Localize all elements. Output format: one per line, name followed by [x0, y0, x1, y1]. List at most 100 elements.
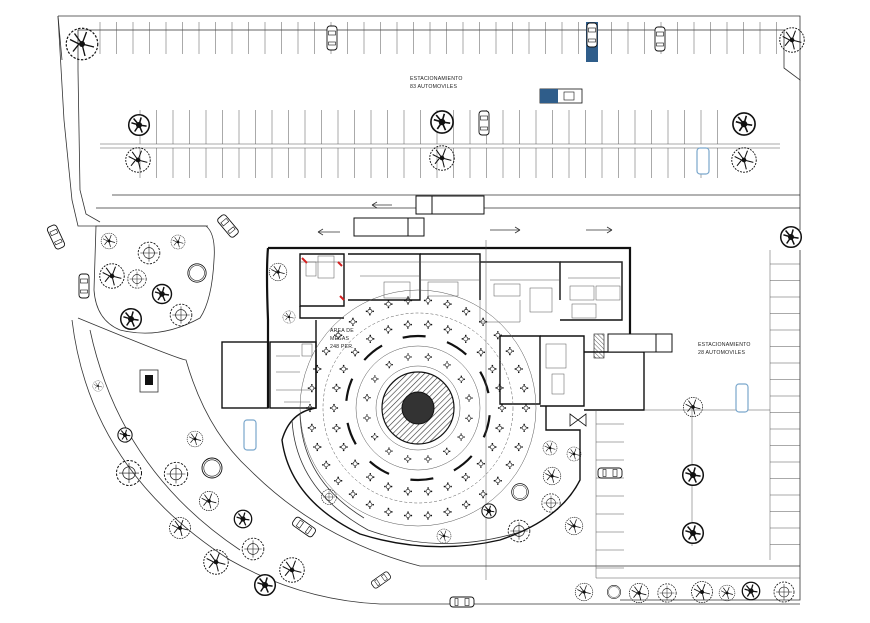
dining-table — [521, 403, 531, 413]
tree-icon — [681, 521, 705, 545]
tree-icon — [542, 466, 562, 486]
dining-table — [348, 317, 358, 327]
parking-stalls-east-left — [596, 423, 624, 569]
car-icon — [735, 383, 749, 413]
dining-table — [307, 383, 317, 393]
dining-table — [443, 360, 452, 369]
curved-bench — [402, 334, 426, 339]
dining-table — [464, 414, 473, 423]
tree-icon — [430, 110, 454, 134]
tree-icon — [321, 489, 337, 505]
curved-benches — [345, 334, 491, 482]
dining-area: AREA DE MESAS 248 PER. — [281, 240, 581, 580]
tree-icon — [773, 581, 795, 603]
tree-icon — [779, 225, 803, 249]
dining-table — [348, 489, 358, 499]
dining-table — [307, 423, 317, 433]
tree-icon — [681, 463, 705, 487]
parking-north: ESTACIONAMIENTO 83 AUTOMOVILES — [99, 22, 780, 178]
tree-icon — [92, 380, 104, 392]
car-icon — [78, 273, 90, 299]
dining-table — [461, 500, 471, 510]
arrow-right-icon — [490, 226, 521, 234]
curved-bench — [363, 344, 383, 361]
car-icon — [539, 88, 583, 104]
tree-icon — [127, 269, 147, 289]
curved-bench — [346, 422, 357, 445]
tree-icon — [691, 581, 713, 603]
dining-table — [339, 364, 349, 374]
dining-table — [383, 324, 393, 334]
dining-table — [514, 364, 524, 374]
tree-icon — [731, 147, 757, 173]
dining-table — [423, 295, 433, 305]
curved-bench — [345, 378, 354, 401]
tree-icon — [233, 509, 253, 529]
dining-table — [383, 482, 393, 492]
tree-icon — [657, 583, 677, 603]
dining-table — [331, 423, 341, 433]
dining-table — [384, 447, 393, 456]
car-icon — [597, 467, 623, 479]
tree-icon — [137, 241, 161, 265]
car-icon — [478, 110, 490, 136]
tree-icon — [119, 307, 143, 331]
tree-icon — [436, 528, 452, 544]
car-icon — [243, 419, 257, 451]
tree-icon — [198, 490, 220, 512]
truck-icon — [353, 217, 425, 237]
parking-stalls-east — [770, 263, 800, 545]
car-icon — [45, 223, 67, 251]
garden-lower — [71, 317, 800, 605]
dining-table — [519, 383, 529, 393]
car-icon — [290, 515, 318, 539]
dining-table — [365, 472, 375, 482]
tree-icon — [187, 263, 207, 283]
dining-table — [514, 442, 524, 452]
tree-icon — [542, 440, 558, 456]
tree-icon — [65, 27, 99, 61]
dining-table — [457, 433, 466, 442]
dining-label-1: AREA DE — [330, 328, 354, 334]
dining-table — [423, 320, 433, 330]
site-boundary — [57, 15, 801, 601]
tree-icon — [511, 483, 529, 501]
curved-bench — [446, 341, 467, 356]
parking-north-label-2: 83 AUTOMOVILES — [410, 84, 457, 90]
dining-table — [404, 352, 413, 361]
parking-east-label-1: ESTACIONAMIENTO — [698, 342, 751, 348]
dining-table — [465, 394, 474, 403]
dining-table — [443, 507, 453, 517]
truck-icon — [607, 333, 673, 353]
dining-table — [443, 324, 453, 334]
parking-stalls-bottom — [139, 148, 718, 178]
dining-table — [505, 346, 515, 356]
parking-east: ESTACIONAMIENTO 28 AUTOMOVILES — [595, 250, 800, 579]
car-icon — [696, 147, 710, 175]
dining-table — [362, 413, 371, 422]
parking-stalls-top — [99, 22, 777, 54]
tree-icon — [163, 461, 189, 487]
dining-table — [493, 476, 503, 486]
dining-table — [487, 364, 497, 374]
car-icon — [654, 26, 666, 52]
tree-icon — [203, 549, 229, 575]
tree-icon — [127, 113, 151, 137]
dining-table — [365, 500, 375, 510]
tree-icon — [170, 234, 186, 250]
dining-label-2: MESAS — [330, 336, 350, 342]
dining-table — [363, 393, 372, 402]
dining-table — [423, 486, 433, 496]
tree-icon — [566, 446, 582, 462]
dining-table — [339, 442, 349, 452]
dining-table — [403, 454, 412, 463]
tree-icon — [151, 283, 173, 305]
tree-icon — [268, 262, 288, 282]
dining-table — [383, 299, 393, 309]
tree-icon — [507, 519, 531, 543]
dining-table — [403, 320, 413, 330]
curved-bench — [479, 371, 490, 394]
tree-icon — [282, 310, 296, 324]
dining-table — [365, 306, 375, 316]
tree-icon — [279, 557, 305, 583]
